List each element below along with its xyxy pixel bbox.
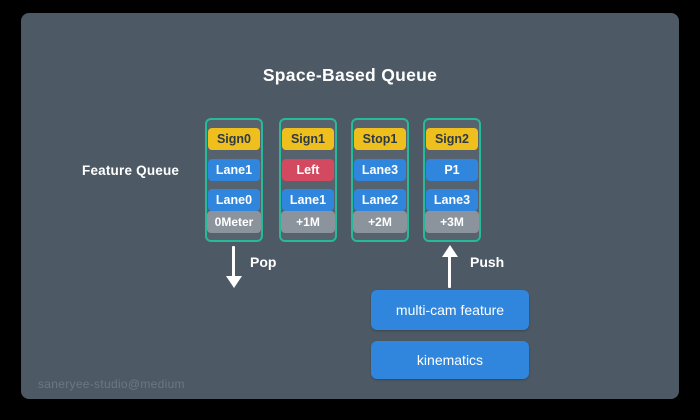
queue-cell-lane: Lane3	[426, 189, 478, 211]
push-label: Push	[470, 254, 505, 270]
queue-cell-lane: Lane2	[354, 189, 406, 211]
push-arrow-up-icon	[442, 245, 458, 257]
kinematics-box: kinematics	[371, 341, 529, 379]
queue-cell-sign: Stop1	[354, 128, 406, 150]
diagram-title: Space-Based Queue	[262, 65, 438, 85]
pop-arrow-down-icon	[226, 276, 242, 288]
multi-cam-feature-box: multi-cam feature	[371, 290, 529, 330]
watermark-credit: saneryee-studio@medium	[38, 377, 185, 391]
queue-cell-meter: +1M	[281, 211, 335, 233]
queue-cell-sign: Sign2	[426, 128, 478, 150]
feature-queue-label: Feature Queue	[82, 163, 180, 178]
queue-cell-sign: Sign1	[282, 128, 334, 150]
queue-cell-meter: +2M	[353, 211, 407, 233]
queue-cell-turn: Left	[282, 159, 334, 181]
queue-cell-sign: Sign0	[208, 128, 260, 150]
queue-cell-lane: Lane3	[354, 159, 406, 181]
pop-label: Pop	[250, 254, 277, 270]
queue-cell-lane: P1	[426, 159, 478, 181]
pop-arrow-stem	[232, 246, 235, 277]
queue-cell-lane: Lane0	[208, 189, 260, 211]
queue-cell-lane: Lane1	[282, 189, 334, 211]
queue-cell-lane: Lane1	[208, 159, 260, 181]
push-arrow-stem	[448, 256, 451, 288]
queue-cell-meter: 0Meter	[207, 211, 261, 233]
queue-cell-meter: +3M	[425, 211, 479, 233]
